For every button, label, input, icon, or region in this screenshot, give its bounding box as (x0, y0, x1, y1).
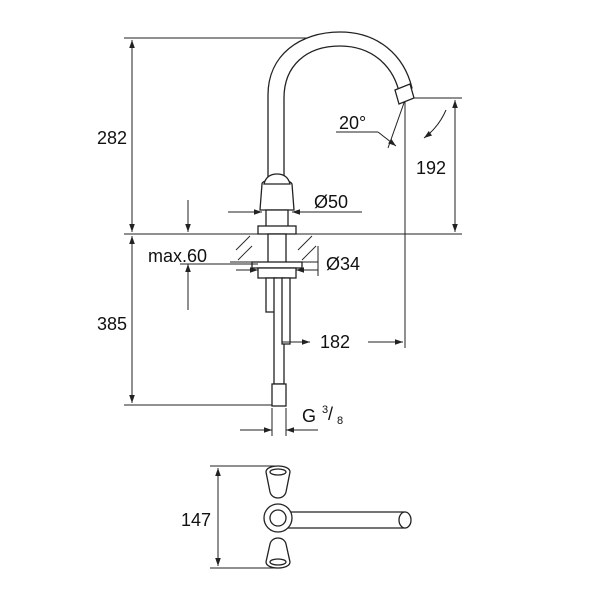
base-plate (257, 225, 297, 235)
dim-thread: G 3 / 8 (240, 404, 343, 436)
spout-outer (267, 31, 413, 186)
dim-body-diameter-label: Ø50 (314, 192, 348, 212)
dim-385-label: 385 (97, 314, 127, 334)
plan-spout-arm (279, 511, 412, 529)
dim-thread-base: G (302, 406, 316, 426)
shank (267, 233, 287, 265)
dim-192-label: 192 (416, 158, 446, 178)
dim-plan-width: 147 (181, 468, 221, 566)
spout-aerator (394, 83, 415, 105)
dim-thread-slash: / (328, 404, 333, 424)
countertop-section (230, 233, 318, 263)
washer (251, 261, 303, 269)
dim-hole-diameter: Ø34 (236, 246, 360, 276)
hose-fitting (271, 383, 287, 407)
dim-reach: 182 (282, 332, 403, 352)
dim-thread-numerator: 3 (322, 404, 328, 416)
dim-max-thickness: max.60 (148, 200, 258, 310)
dim-reach-label: 182 (320, 332, 350, 352)
dim-hole-diameter-label: Ø34 (326, 254, 360, 274)
faucet-side-view (251, 31, 415, 407)
dim-angle: 20° (336, 109, 447, 147)
faucet-plan-view (210, 465, 412, 569)
dim-body-diameter: Ø50 (228, 192, 362, 215)
dim-385: 385 (97, 236, 135, 403)
dim-plan-width-label: 147 (181, 510, 211, 530)
supply-hose-right (281, 277, 291, 345)
plan-spout-tip (398, 511, 412, 529)
extension-lines (124, 37, 462, 406)
lever-handle (263, 173, 291, 185)
dim-angle-label: 20° (339, 113, 366, 133)
dim-192: 192 (416, 100, 458, 232)
dim-thread-denominator: 8 (337, 415, 343, 427)
fixing-nut (257, 267, 297, 279)
dim-282-label: 282 (97, 128, 127, 148)
dim-max-thickness-label: max.60 (148, 246, 207, 266)
dim-282: 282 (97, 40, 135, 232)
